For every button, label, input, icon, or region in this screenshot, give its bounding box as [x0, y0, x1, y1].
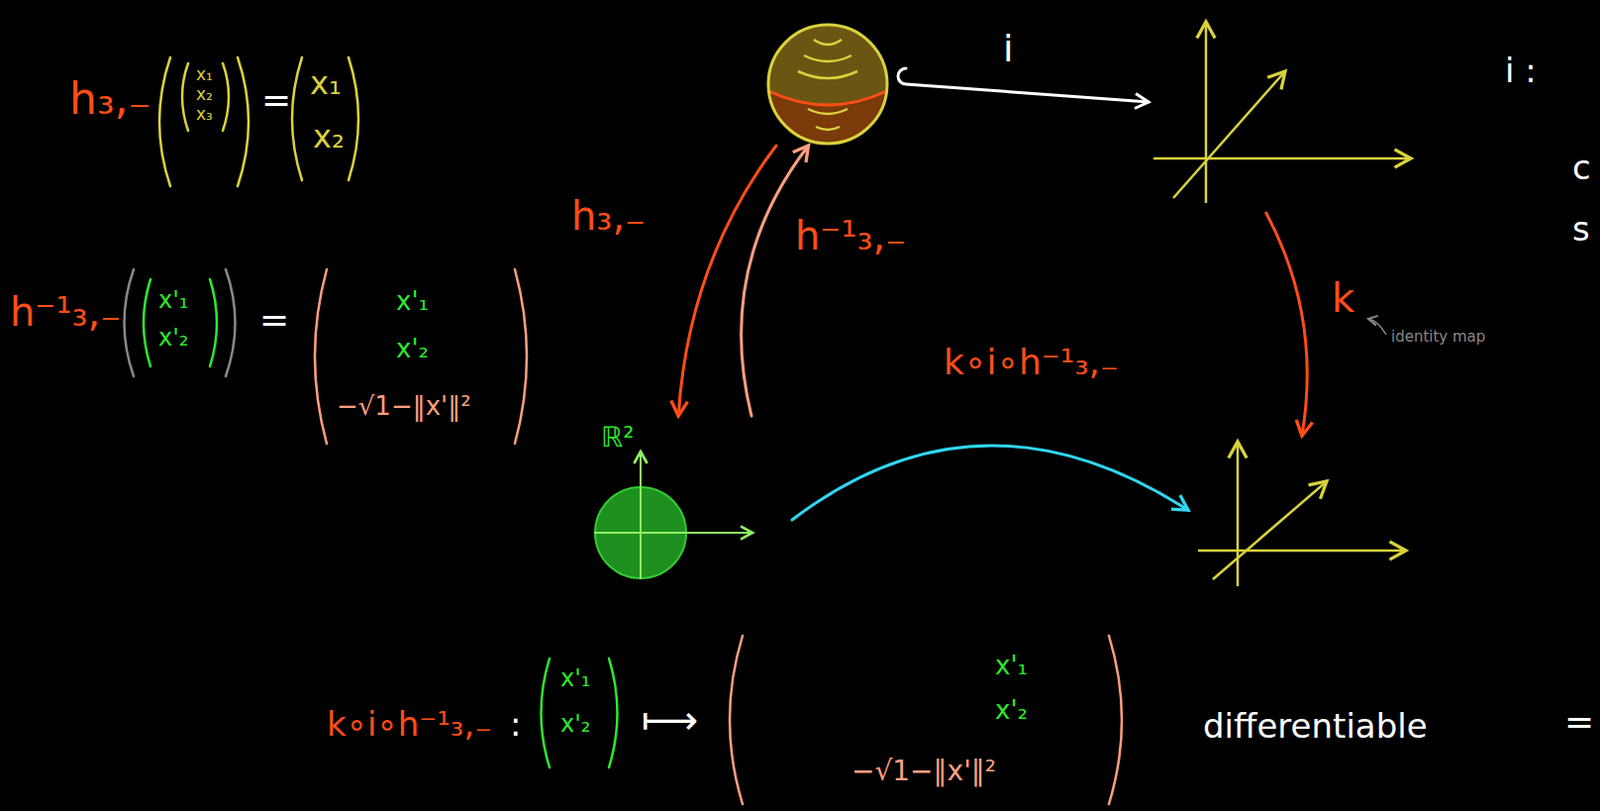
axes-node	[1188, 435, 1416, 595]
axes-3d	[1153, 21, 1411, 203]
annotation: identity map	[1391, 328, 1486, 346]
map-arrow	[678, 145, 777, 416]
map-arrow	[898, 68, 1149, 102]
leader-arrow	[1368, 318, 1387, 335]
function-name: h⁻¹₃,₋	[9, 289, 121, 335]
function-name: h₃,₋	[69, 74, 152, 125]
formula: −√1−‖x'‖²	[336, 392, 472, 422]
function-name: k∘i∘h⁻¹₃,₋	[326, 704, 493, 744]
variable: x'₁	[396, 287, 429, 317]
variable: x'₂	[560, 710, 591, 739]
variable: x'₂	[158, 324, 189, 353]
variable: x'₁	[995, 651, 1028, 682]
variable: x₃	[196, 104, 213, 125]
unit-disk	[594, 451, 753, 580]
brackets	[124, 269, 528, 444]
variable: x'₂	[396, 334, 429, 365]
map-arrow	[741, 145, 809, 416]
brackets	[159, 57, 359, 187]
maps-to-symbol: ⟼	[641, 697, 699, 743]
equals-sign: =	[259, 299, 290, 340]
variable: x₁	[196, 65, 213, 86]
axes-node	[1148, 14, 1416, 213]
axes-3d	[1198, 441, 1406, 587]
variable: x'₁	[560, 665, 591, 694]
formula: −√1−‖x'‖²	[851, 755, 997, 788]
note-text: differentiable	[1202, 706, 1428, 746]
equals-sign: =	[261, 79, 292, 120]
variable: x₂	[196, 85, 213, 105]
map-arrow	[1266, 212, 1307, 436]
variable: x'₂	[995, 696, 1028, 726]
edge-label: k	[1328, 275, 1358, 321]
sphere	[768, 24, 888, 144]
disk-node: ℝ²	[589, 415, 793, 590]
sphere-node	[763, 22, 893, 146]
equals-sign: =	[1564, 700, 1595, 742]
edge-label: k∘i∘h⁻¹₃,₋	[940, 341, 1122, 383]
edge-label: i	[1000, 27, 1017, 72]
variable: x₁	[309, 65, 342, 102]
note-text: s	[1572, 209, 1591, 249]
map-arrow	[792, 445, 1189, 520]
colon: :	[509, 704, 521, 744]
variable: x₂	[312, 118, 345, 156]
variable: x'₁	[158, 287, 189, 315]
note-text: c	[1572, 148, 1592, 188]
edge-label: h₃,₋	[568, 193, 649, 239]
node-label: ℝ²	[600, 421, 634, 454]
brackets	[541, 635, 1123, 804]
note-text: i :	[1504, 51, 1537, 91]
edge-label: h⁻¹₃,₋	[792, 212, 909, 259]
